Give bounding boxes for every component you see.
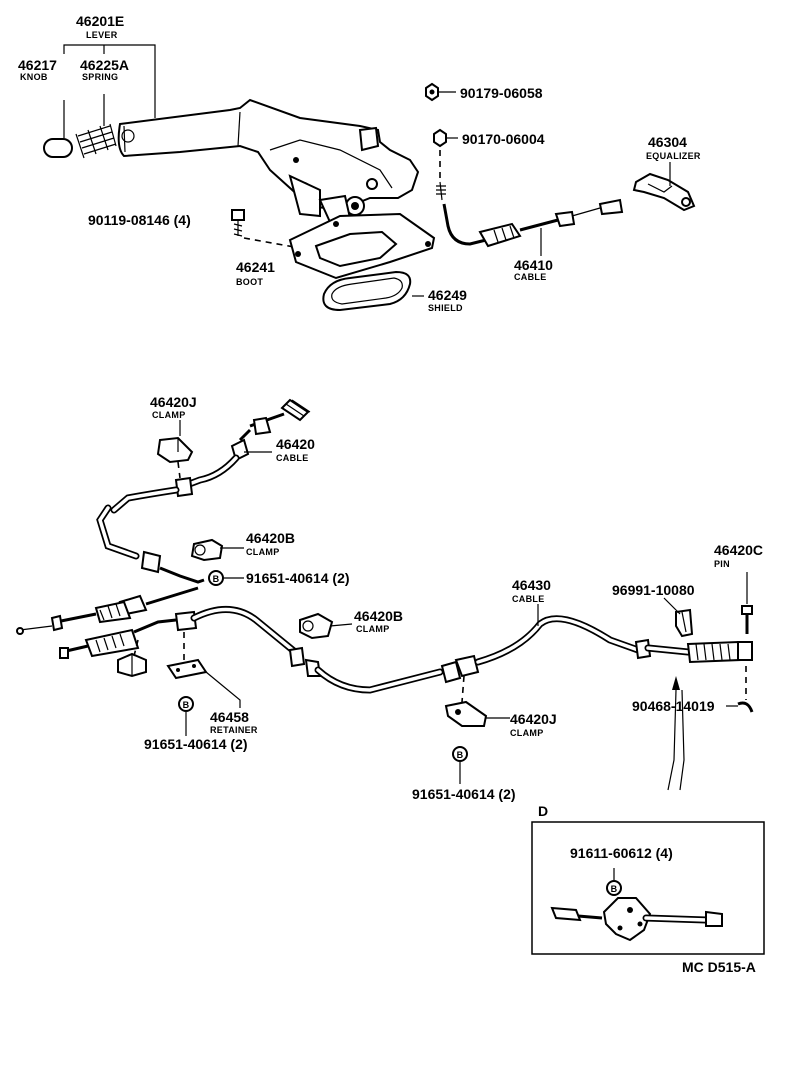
knob-part-number: 46217 bbox=[18, 57, 57, 73]
clamp-b-top-part-number: 46420B bbox=[246, 530, 295, 546]
retainer-part-name: RETAINER bbox=[210, 725, 258, 735]
clip-part bbox=[663, 597, 694, 638]
cable-lh-part-number: 46430 bbox=[512, 577, 551, 593]
labels: 46201E LEVER 46217 KNOB 46225A SPRING 90… bbox=[18, 13, 763, 975]
shield-part-name: SHIELD bbox=[428, 303, 463, 313]
spring-part-name: SPRING bbox=[82, 72, 118, 82]
boot-part bbox=[288, 212, 436, 280]
pin-part-name: PIN bbox=[714, 559, 730, 569]
boot-part-name: BOOT bbox=[236, 277, 263, 287]
inset-d-label: D bbox=[538, 803, 548, 819]
bolt-bottom-part-number: 91651-40614 (2) bbox=[412, 786, 516, 802]
bolt-retainer-part-number: 91651-40614 (2) bbox=[144, 736, 248, 752]
equalizer-part-number: 46304 bbox=[648, 134, 687, 150]
lever-assembly bbox=[43, 44, 420, 224]
inset-arrow bbox=[667, 676, 685, 791]
pin-part bbox=[726, 572, 754, 713]
clip-part-number: 96991-10080 bbox=[612, 582, 695, 598]
bolt-mark-retainer: B bbox=[183, 700, 190, 710]
spring-part bbox=[75, 123, 117, 159]
knob-part-name: KNOB bbox=[20, 72, 48, 82]
front-cable-part-name: CABLE bbox=[514, 272, 547, 282]
bolt-top-part-number: 91651-40614 (2) bbox=[246, 570, 350, 586]
clamp-j-top-part-name: CLAMP bbox=[152, 410, 186, 420]
shield-part bbox=[322, 270, 424, 312]
bolt-mark-top: B bbox=[213, 574, 220, 584]
clamp-j-bottom-part-name: CLAMP bbox=[510, 728, 544, 738]
clamp-j-top-part-number: 46420J bbox=[150, 394, 197, 410]
boot-part-number: 46241 bbox=[236, 259, 275, 275]
bolt-marks: B B B B bbox=[183, 574, 618, 894]
inset-d-frame: D bbox=[531, 803, 765, 955]
retainer-part-number: 46458 bbox=[210, 709, 249, 725]
rear-cable-lh-part bbox=[59, 604, 753, 694]
bracket-part bbox=[117, 639, 147, 678]
pin-part-number: 46420C bbox=[714, 542, 763, 558]
cable-rh-part-name: CABLE bbox=[276, 453, 309, 463]
lever-part bbox=[117, 98, 420, 224]
equalizer-part bbox=[632, 162, 696, 212]
clamp-j-bottom-part bbox=[444, 675, 510, 784]
clamp-b-top-part bbox=[190, 538, 244, 562]
clamp-b-mid-part-number: 46420B bbox=[354, 608, 403, 624]
spring-part-number: 46225A bbox=[80, 57, 129, 73]
knob-part bbox=[43, 138, 73, 158]
rear-cable-rh-part bbox=[16, 398, 311, 635]
lever-part-number: 46201E bbox=[76, 13, 124, 29]
bolt-part-number: 90119-08146 (4) bbox=[88, 212, 191, 228]
clamp-b-mid-part-name: CLAMP bbox=[356, 624, 390, 634]
nut-part-number: 90179-06058 bbox=[460, 85, 543, 101]
retainer-part bbox=[166, 632, 241, 736]
bolt-d-part-number: 91611-60612 (4) bbox=[570, 845, 673, 861]
nut2-part-number: 90170-06004 bbox=[462, 131, 545, 147]
front-cable-part-number: 46410 bbox=[514, 257, 553, 273]
clamp-j-top-part bbox=[156, 420, 194, 479]
footer-code: MC D515-A bbox=[682, 959, 756, 975]
bolt-mark-d: B bbox=[611, 884, 618, 894]
front-cable-part bbox=[436, 181, 624, 256]
clamp-j-bottom-part-number: 46420J bbox=[510, 711, 557, 727]
equalizer-part-name: EQUALIZER bbox=[646, 151, 701, 161]
bolt-part bbox=[231, 209, 301, 249]
shield-part-number: 46249 bbox=[428, 287, 467, 303]
cable-rh-part-number: 46420 bbox=[276, 436, 315, 452]
clamp-b-mid-part bbox=[299, 612, 353, 640]
nut2-part bbox=[433, 128, 458, 178]
bolt-top-part bbox=[208, 570, 244, 586]
lever-part-name: LEVER bbox=[86, 30, 118, 40]
clip-pin-part-number: 90468-14019 bbox=[632, 698, 715, 714]
bolt-mark-bottom: B bbox=[457, 750, 464, 760]
cable-lh-part-name: CABLE bbox=[512, 594, 545, 604]
nut-part bbox=[425, 82, 456, 102]
clamp-b-top-part-name: CLAMP bbox=[246, 547, 280, 557]
